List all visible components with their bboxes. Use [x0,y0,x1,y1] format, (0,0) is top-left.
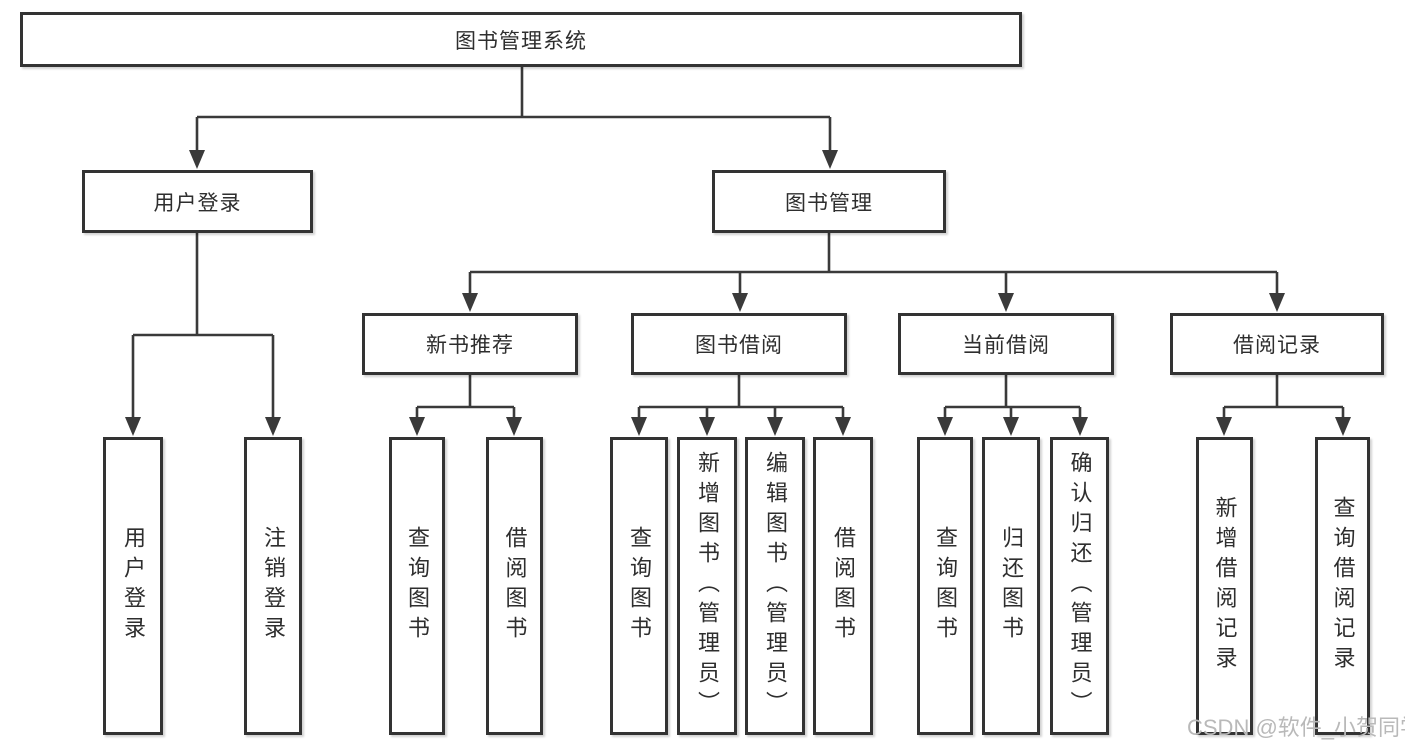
node-label: 用户登录 [153,191,242,215]
leaf-query-books-borrow: 查询图书 [610,437,668,735]
node-borrow-records: 借阅记录 [1170,313,1384,375]
leaf-label: 注销登录 [261,526,286,646]
leaf-edit-books-admin: 编辑图书（管理员） [745,437,805,735]
node-label: 图书管理 [785,191,873,215]
node-user-login: 用户登录 [82,170,313,233]
leaf-query-borrow-record: 查询借阅记录 [1315,437,1370,735]
node-label: 图书管理系统 [455,29,587,53]
leaf-add-borrow-record: 新增借阅记录 [1196,437,1253,735]
leaf-query-books-current: 查询图书 [917,437,973,735]
node-book-borrow: 图书借阅 [631,313,847,375]
leaf-label: 查询图书 [933,526,958,646]
leaf-label: 借阅图书 [502,526,528,646]
leaf-query-books-recommend: 查询图书 [389,437,445,735]
leaf-label: 确认归还（管理员） [1067,451,1093,721]
leaf-label: 新增图书（管理员） [695,451,720,721]
leaf-user-login: 用户登录 [103,437,163,735]
leaf-label: 借阅图书 [831,526,856,646]
leaf-confirm-return-admin: 确认归还（管理员） [1050,437,1109,735]
leaf-label: 新增借阅记录 [1212,496,1238,676]
csdn-watermark: CSDN @软件_小贺同学 [1187,715,1405,740]
node-label: 借阅记录 [1233,334,1321,357]
leaf-logout: 注销登录 [244,437,302,735]
node-library-management-system: 图书管理系统 [20,12,1022,67]
leaf-borrow-books: 借阅图书 [813,437,873,735]
leaf-label: 查询借阅记录 [1330,496,1356,676]
node-current-borrow: 当前借阅 [898,313,1114,375]
leaf-borrow-books-recommend: 借阅图书 [486,437,543,735]
leaf-label: 归还图书 [999,526,1024,646]
leaf-label: 编辑图书（管理员） [763,451,788,721]
node-label: 新书推荐 [426,334,514,357]
leaf-label: 用户登录 [121,526,146,646]
node-new-book-recommend: 新书推荐 [362,313,578,375]
node-label: 图书借阅 [695,334,783,357]
node-label: 当前借阅 [962,334,1050,357]
leaf-return-books: 归还图书 [982,437,1040,735]
leaf-label: 查询图书 [405,526,430,646]
leaf-add-books-admin: 新增图书（管理员） [677,437,737,735]
node-book-management: 图书管理 [712,170,946,233]
leaf-label: 查询图书 [627,526,652,646]
